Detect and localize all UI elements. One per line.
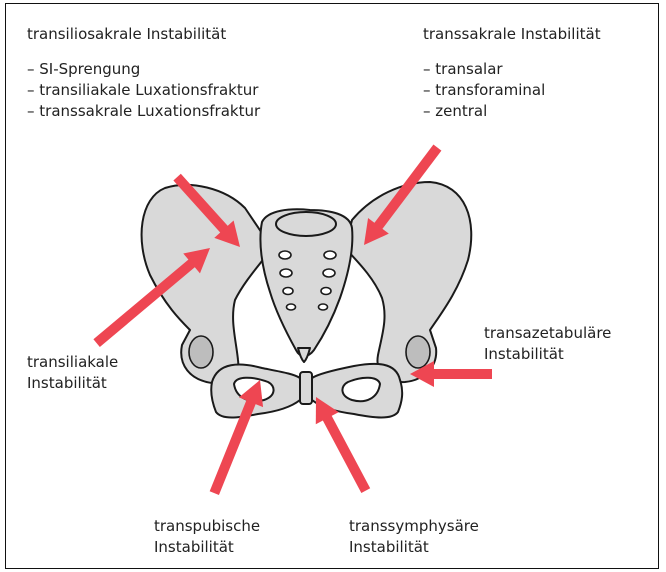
label-line: transpubische bbox=[154, 516, 260, 537]
label-title: transsakrale Instabilität bbox=[423, 24, 601, 45]
label-line: Instabilität bbox=[27, 373, 118, 394]
label-transpubisch: transpubische Instabilität bbox=[154, 516, 260, 558]
label-transiliakal: transiliakale Instabilität bbox=[27, 352, 118, 394]
label-transiliosakral: transiliosakrale Instabilität – SI-Spren… bbox=[27, 24, 260, 122]
sacral-promontory bbox=[276, 212, 336, 236]
label-line: Instabilität bbox=[349, 537, 479, 558]
label-line: transiliakale bbox=[27, 352, 118, 373]
label-line: transazetabuläre bbox=[484, 323, 611, 344]
label-transsymphysaer: transsymphysäre Instabilität bbox=[349, 516, 479, 558]
label-item: – zentral bbox=[423, 101, 601, 122]
label-line: Instabilität bbox=[154, 537, 260, 558]
label-item: – transforaminal bbox=[423, 80, 601, 101]
label-line: Instabilität bbox=[484, 344, 611, 365]
label-line: transsymphysäre bbox=[349, 516, 479, 537]
label-item: – transiliakale Luxationsfraktur bbox=[27, 80, 260, 101]
symphysis bbox=[300, 372, 312, 404]
label-title: transiliosakrale Instabilität bbox=[27, 24, 260, 45]
label-item: – SI-Sprengung bbox=[27, 59, 260, 80]
label-transsakral: transsakrale Instabilität – transalar – … bbox=[423, 24, 601, 122]
label-transazetabulaer: transazetabuläre Instabilität bbox=[484, 323, 611, 365]
label-item: – transalar bbox=[423, 59, 601, 80]
label-item: – transsakrale Luxationsfraktur bbox=[27, 101, 260, 122]
coccyx bbox=[298, 348, 310, 362]
